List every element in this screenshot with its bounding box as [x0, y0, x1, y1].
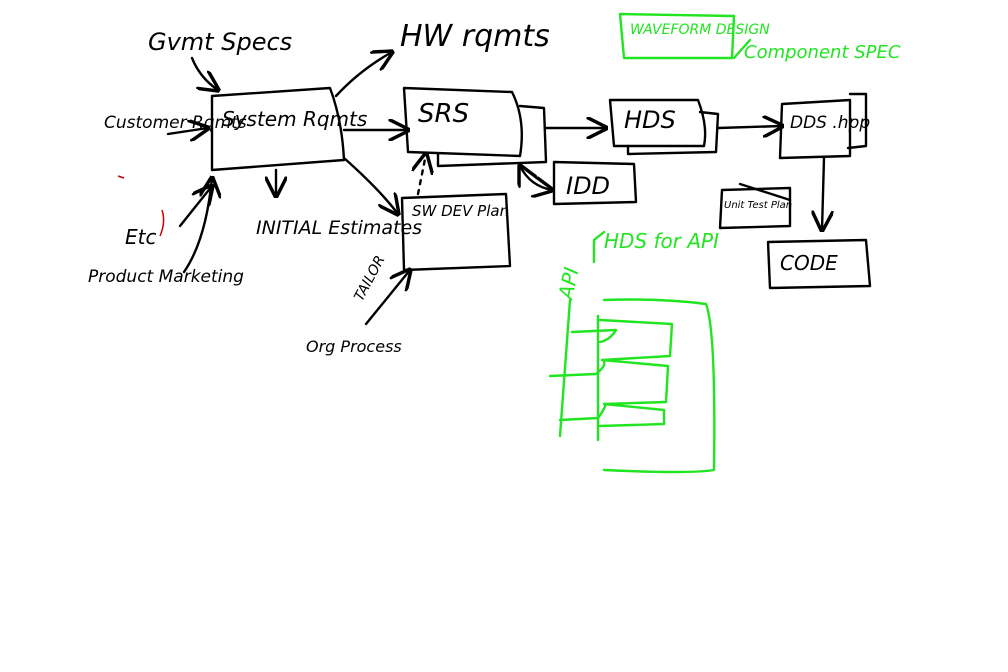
waveform-design-text: WAVEFORM DESIGN: [630, 22, 770, 38]
initial-estimates-label: INITIAL Estimates: [256, 217, 422, 239]
dds-back-page: [846, 92, 868, 150]
org-process-arrow: [364, 270, 410, 326]
api-label: API: [553, 265, 583, 303]
govt-specs-label: Gvmt Specs: [148, 28, 292, 56]
unit-test-plan-text: Unit Test Plan: [724, 200, 792, 211]
code-outline: [766, 238, 872, 290]
hds-to-dds-arrow: [716, 126, 782, 128]
dds-text: DDS .hpp: [790, 113, 870, 133]
system-rqmts-box: System Rqmts: [210, 86, 367, 172]
dds-box: DDS .hpp: [778, 92, 870, 160]
hds-back-page: [626, 110, 720, 156]
dotted-link: [418, 154, 426, 196]
component-spec-label: Component SPEC: [744, 42, 901, 63]
api-port-1: [570, 328, 618, 344]
waveform-design-outline: [618, 12, 736, 60]
unit-test-plan-outline: [718, 186, 792, 230]
unit-test-plan-box: Unit Test Plan: [718, 186, 792, 230]
etc-red-mark: [159, 209, 165, 237]
code-box: CODE: [766, 238, 872, 290]
api-port-2: [548, 360, 606, 378]
hw-rqmts-arrow: [334, 52, 392, 98]
sw-dev-plan-outline: [400, 192, 512, 272]
srs-idd-arrow: [520, 166, 552, 190]
dds-to-code-arrow: [822, 156, 824, 230]
system-rqmts-outline: [210, 86, 346, 172]
code-text: CODE: [780, 251, 838, 275]
hds-text: HDS: [624, 106, 676, 134]
red-dot: [117, 175, 125, 179]
idd-text: IDD: [566, 172, 610, 200]
etc-label: Etc: [125, 225, 156, 249]
org-process-label: Org Process: [306, 337, 402, 356]
api-component-drawing: [548, 298, 716, 474]
dds-outline: [778, 98, 852, 160]
waveform-design-box: WAVEFORM DESIGN: [618, 12, 770, 60]
idd-box: IDD: [552, 160, 638, 206]
hw-rqmts-label: HW rqmts: [400, 19, 550, 54]
sw-dev-plan-box: SW DEV Plan: [400, 192, 512, 272]
hds-for-api-label: HDS for API: [604, 229, 719, 253]
govt-specs-arrow: [190, 56, 218, 90]
idd-outline: [552, 160, 638, 206]
hds-outline: [608, 98, 707, 148]
hds-box: HDS: [608, 98, 720, 156]
product-marketing-label: Product Marketing: [88, 267, 244, 287]
api-port-3: [558, 402, 608, 422]
api-component-outline: [602, 298, 716, 474]
api-component-inner: [598, 318, 674, 428]
to-sw-dev-plan-arrow: [342, 156, 398, 214]
tailor-label: TAILOR: [351, 253, 388, 304]
api-bracket: [592, 230, 606, 264]
unit-test-plan-link: [738, 182, 792, 202]
srs-outline: [402, 86, 523, 158]
customer-rqmts-arrow: [166, 128, 208, 134]
api-vertical-line-1: [558, 298, 572, 438]
product-marketing-arrow: [182, 178, 212, 274]
srs-text: SRS: [418, 99, 469, 129]
sw-dev-plan-text: SW DEV Plan: [412, 202, 509, 220]
waveform-slash: [732, 38, 752, 60]
system-rqmts-text: System Rqmts: [222, 107, 367, 131]
